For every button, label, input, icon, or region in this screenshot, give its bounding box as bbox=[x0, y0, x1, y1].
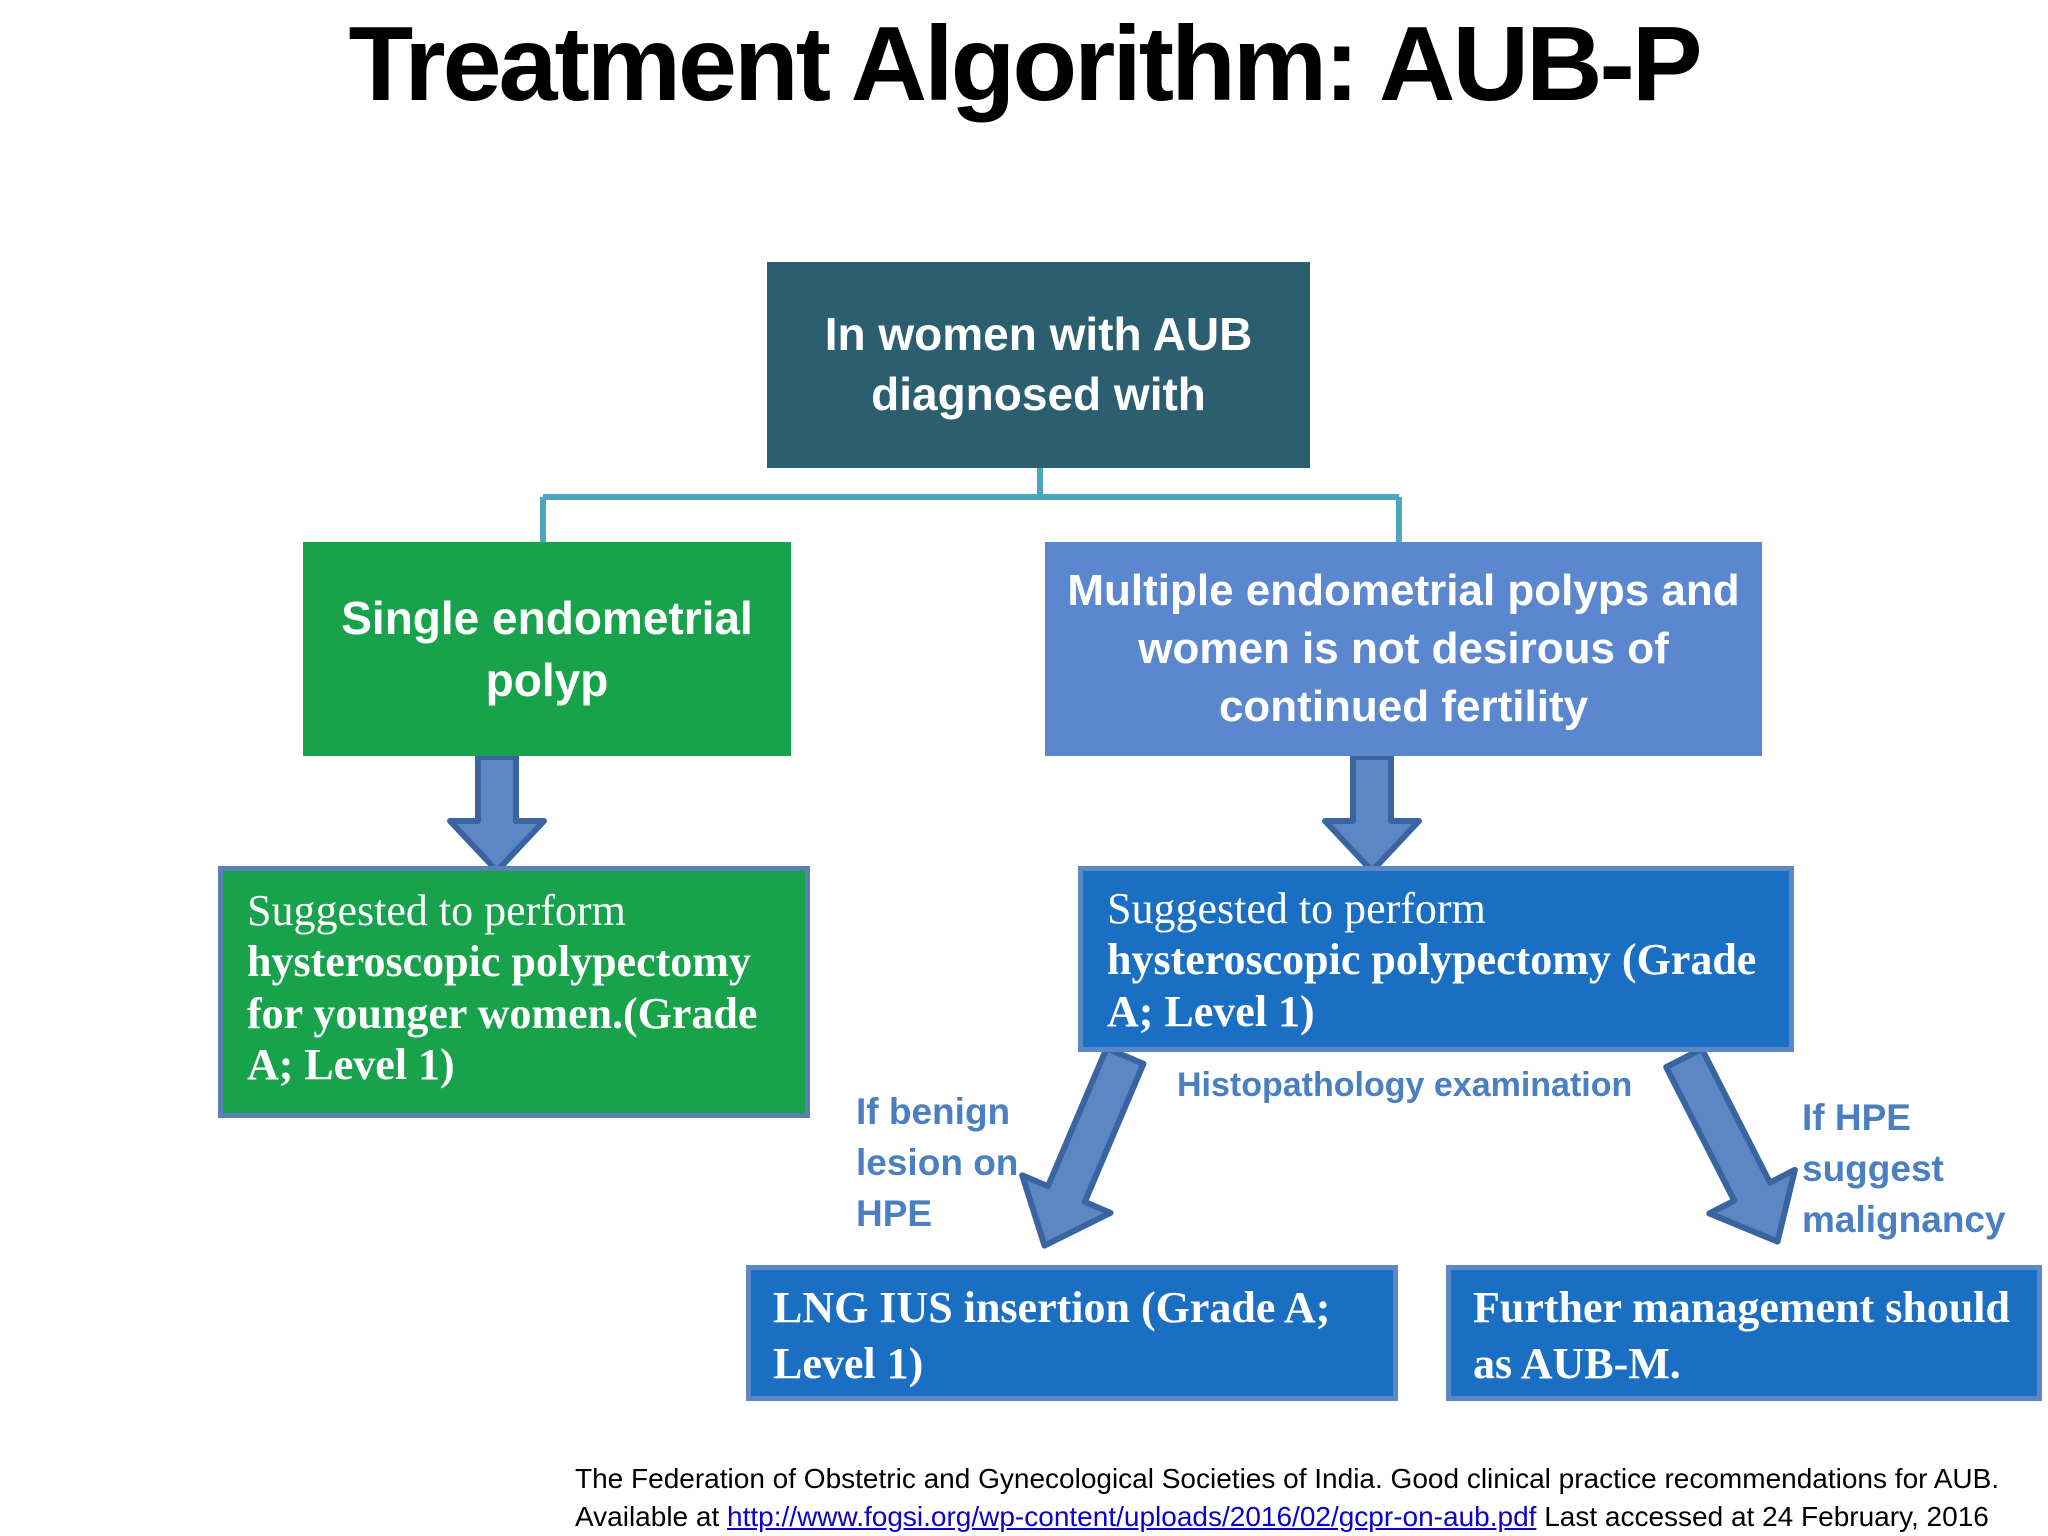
action-single-polyp: Suggested to perform hysteroscopic polyp… bbox=[218, 866, 810, 1118]
outcome-aub-m-text: Further management should as AUB-M. bbox=[1473, 1283, 2010, 1389]
citation-text-after: Last accessed at 24 February, 2016 bbox=[1536, 1500, 1989, 1532]
root-node-text: In women with AUB diagnosed with bbox=[824, 308, 1253, 420]
benign-branch-label: If benign lesion on HPE bbox=[856, 1091, 1019, 1235]
outcome-lng-ius: LNG IUS insertion (Grade A; Level 1) bbox=[746, 1265, 1398, 1401]
root-node: In women with AUB diagnosed with bbox=[767, 262, 1310, 468]
action-multiple-polyps: Suggested to perform hysteroscopic polyp… bbox=[1078, 866, 1794, 1052]
action-single-prefix: Suggested to perform bbox=[247, 886, 626, 935]
diagonal-arrow-malignancy bbox=[1663, 1045, 1798, 1245]
histopathology-label: Histopathology examination bbox=[1177, 1066, 1633, 1104]
citation: The Federation of Obstetric and Gynecolo… bbox=[575, 1460, 2048, 1536]
condition-single-polyp: Single endometrial polyp bbox=[303, 542, 791, 756]
outcome-lng-ius-text: LNG IUS insertion (Grade A; Level 1) bbox=[773, 1283, 1331, 1389]
action-single-bold: hysteroscopic polypectomy for younger wo… bbox=[247, 937, 758, 1090]
malignancy-branch-label: If HPE suggest malignancy bbox=[1802, 1097, 2006, 1241]
action-multiple-bold: hysteroscopic polypectomy (Grade A; Leve… bbox=[1107, 935, 1757, 1036]
tree-connector bbox=[540, 468, 1402, 545]
down-arrow-single bbox=[447, 754, 547, 874]
condition-multiple-polyps-text: Multiple endometrial polyps and women is… bbox=[1067, 565, 1740, 732]
action-multiple-prefix: Suggested to perform bbox=[1107, 884, 1486, 933]
citation-link[interactable]: http://www.fogsi.org/wp-content/uploads/… bbox=[727, 1500, 1537, 1532]
page-title: Treatment Algorithm: AUB-P bbox=[348, 5, 1702, 123]
condition-multiple-polyps: Multiple endometrial polyps and women is… bbox=[1045, 542, 1762, 756]
outcome-aub-m: Further management should as AUB-M. bbox=[1446, 1265, 2042, 1401]
down-arrow-multiple bbox=[1322, 754, 1422, 874]
condition-single-polyp-text: Single endometrial polyp bbox=[341, 591, 753, 706]
citation-text-before: The Federation of Obstetric and Gynecolo… bbox=[575, 1463, 2000, 1532]
